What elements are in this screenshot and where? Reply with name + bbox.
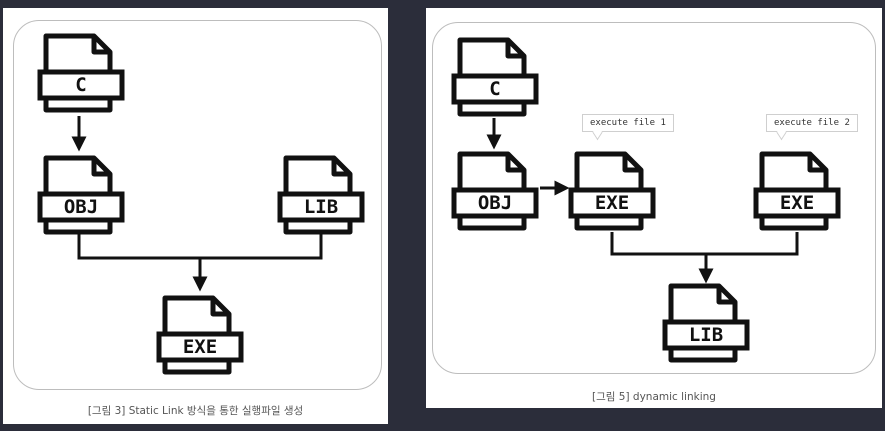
- c-file-label: C: [75, 74, 86, 96]
- exe-file-2-label: EXE: [780, 192, 814, 214]
- lib-file-icon: LIB: [277, 155, 365, 235]
- obj-file-label: OBJ: [64, 196, 98, 218]
- static-link-caption: [그림 3] Static Link 방식을 통한 실행파일 생성: [87, 405, 304, 417]
- static-link-panel: C OBJ LIB EXE [그림 3] Static Link 방: [3, 8, 388, 424]
- lib-file-label: LIB: [689, 324, 723, 346]
- merge-connector: [77, 234, 323, 260]
- obj-file-icon: OBJ: [451, 151, 539, 231]
- obj-file-label: OBJ: [478, 192, 512, 214]
- obj-file-icon: OBJ: [37, 155, 125, 235]
- exe-file-label: EXE: [183, 336, 217, 358]
- dynamic-link-caption: [그림 5] dynamic linking: [592, 391, 716, 403]
- c-file-icon: C: [451, 37, 539, 117]
- exe-file-2-icon: EXE: [753, 151, 841, 231]
- dynamic-link-diagram: C OBJ EXE EXE: [451, 37, 841, 363]
- execute-file-1-bubble: execute file 1: [582, 114, 674, 132]
- exe-file-1-label: EXE: [595, 192, 629, 214]
- c-file-icon: C: [37, 33, 125, 113]
- static-link-diagram: C OBJ LIB EXE: [37, 33, 365, 375]
- lib-file-icon: LIB: [662, 283, 750, 363]
- exe-file-icon: EXE: [156, 295, 244, 375]
- c-file-label: C: [489, 78, 500, 100]
- lib-file-label: LIB: [304, 196, 338, 218]
- lib-connector: [610, 232, 799, 256]
- exe-file-1-icon: EXE: [568, 151, 656, 231]
- execute-file-2-bubble: execute file 2: [766, 114, 858, 132]
- dynamic-link-panel: C OBJ EXE EXE: [426, 8, 882, 408]
